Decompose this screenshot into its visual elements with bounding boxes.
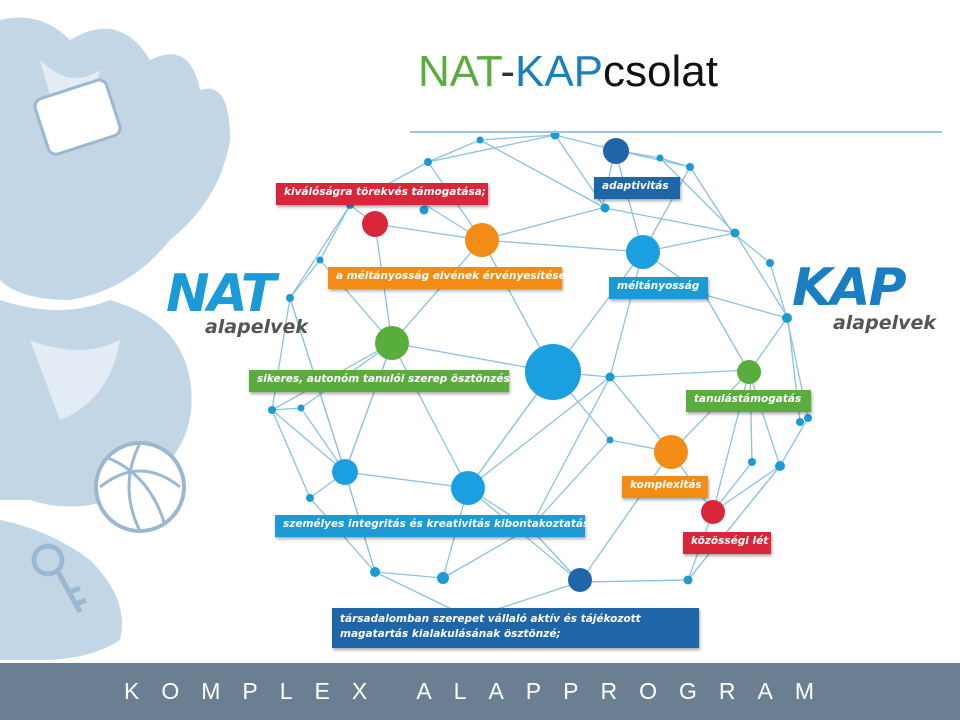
nat-logo-subtitle: alapelvek: [204, 316, 308, 338]
tablet-icon: [33, 78, 122, 156]
nat-principle-integrity-creativity: személyes integritás és kreativitás kibo…: [275, 515, 601, 537]
title-kap: KAP: [514, 47, 604, 96]
nat-logo: NAT alapelvek: [166, 266, 316, 338]
title-divider: [410, 131, 942, 133]
kap-principle-community: közösségi lét: [683, 532, 771, 554]
kap-principle-learning-support: tanulástámogatás: [686, 390, 811, 412]
kap-principle-complexity: komplexitás: [622, 476, 708, 498]
kap-principle-equity: méltányosság: [609, 277, 708, 299]
title-nat: NAT: [418, 47, 501, 96]
footer-program-name: KOMPLEX ALAPPROGRAM: [124, 678, 836, 704]
kap-principle-adaptivity: adaptivitás: [594, 177, 680, 199]
volleyball-icon: [94, 441, 186, 533]
kap-logo: KAP alapelvek: [792, 260, 942, 334]
nat-principle-social-role: társadalomban szerepet vállaló aktív és …: [332, 608, 699, 648]
title-separator: -: [500, 47, 515, 96]
footer-bar: KOMPLEX ALAPPROGRAM: [0, 663, 960, 720]
nat-principle-autonomous-learning: sikeres, autonóm tanulói szerep ösztönzé…: [249, 370, 521, 392]
nat-principle-equity: a méltányosság elvének érvényesítése;: [328, 267, 570, 289]
page-title: NAT-KAPcsolat: [418, 42, 718, 102]
kap-logo-subtitle: alapelvek: [832, 312, 936, 334]
title-suffix: csolat: [603, 47, 718, 96]
key-icon: [31, 543, 87, 614]
kap-logo-word: KAP: [792, 258, 907, 318]
network-nodes-large: [332, 138, 761, 592]
nat-principle-excellence: kiválóságra törekvés támogatása;: [276, 183, 488, 205]
nat-logo-word: NAT: [166, 264, 276, 324]
